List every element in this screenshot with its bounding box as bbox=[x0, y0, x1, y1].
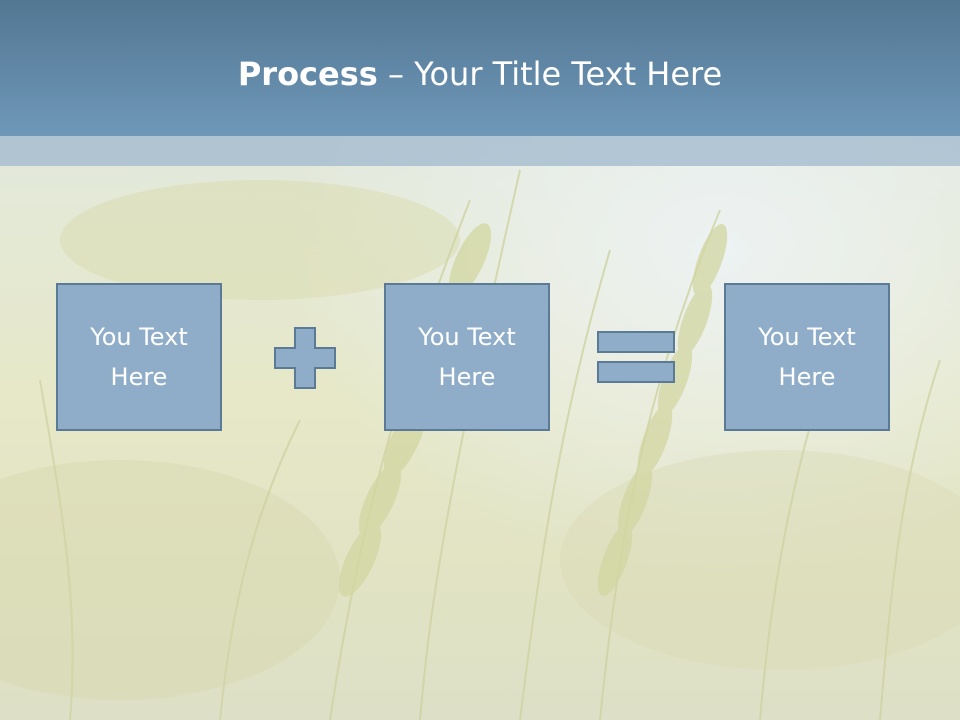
equals-icon bbox=[597, 331, 675, 383]
process-box-2-text: You Text Here bbox=[418, 323, 516, 391]
process-box-3-text: You Text Here bbox=[758, 323, 856, 391]
process-box-2[interactable]: You Text Here bbox=[384, 283, 550, 431]
slide-title[interactable]: Process – Your Title Text Here bbox=[0, 52, 960, 96]
title-rest: – Your Title Text Here bbox=[377, 55, 723, 93]
plus-icon bbox=[274, 327, 336, 389]
title-band bbox=[0, 136, 960, 166]
process-box-3[interactable]: You Text Here bbox=[724, 283, 890, 431]
title-bar bbox=[0, 0, 960, 136]
process-box-1[interactable]: You Text Here bbox=[56, 283, 222, 431]
process-box-1-text: You Text Here bbox=[90, 323, 188, 391]
title-bold: Process bbox=[237, 55, 378, 93]
